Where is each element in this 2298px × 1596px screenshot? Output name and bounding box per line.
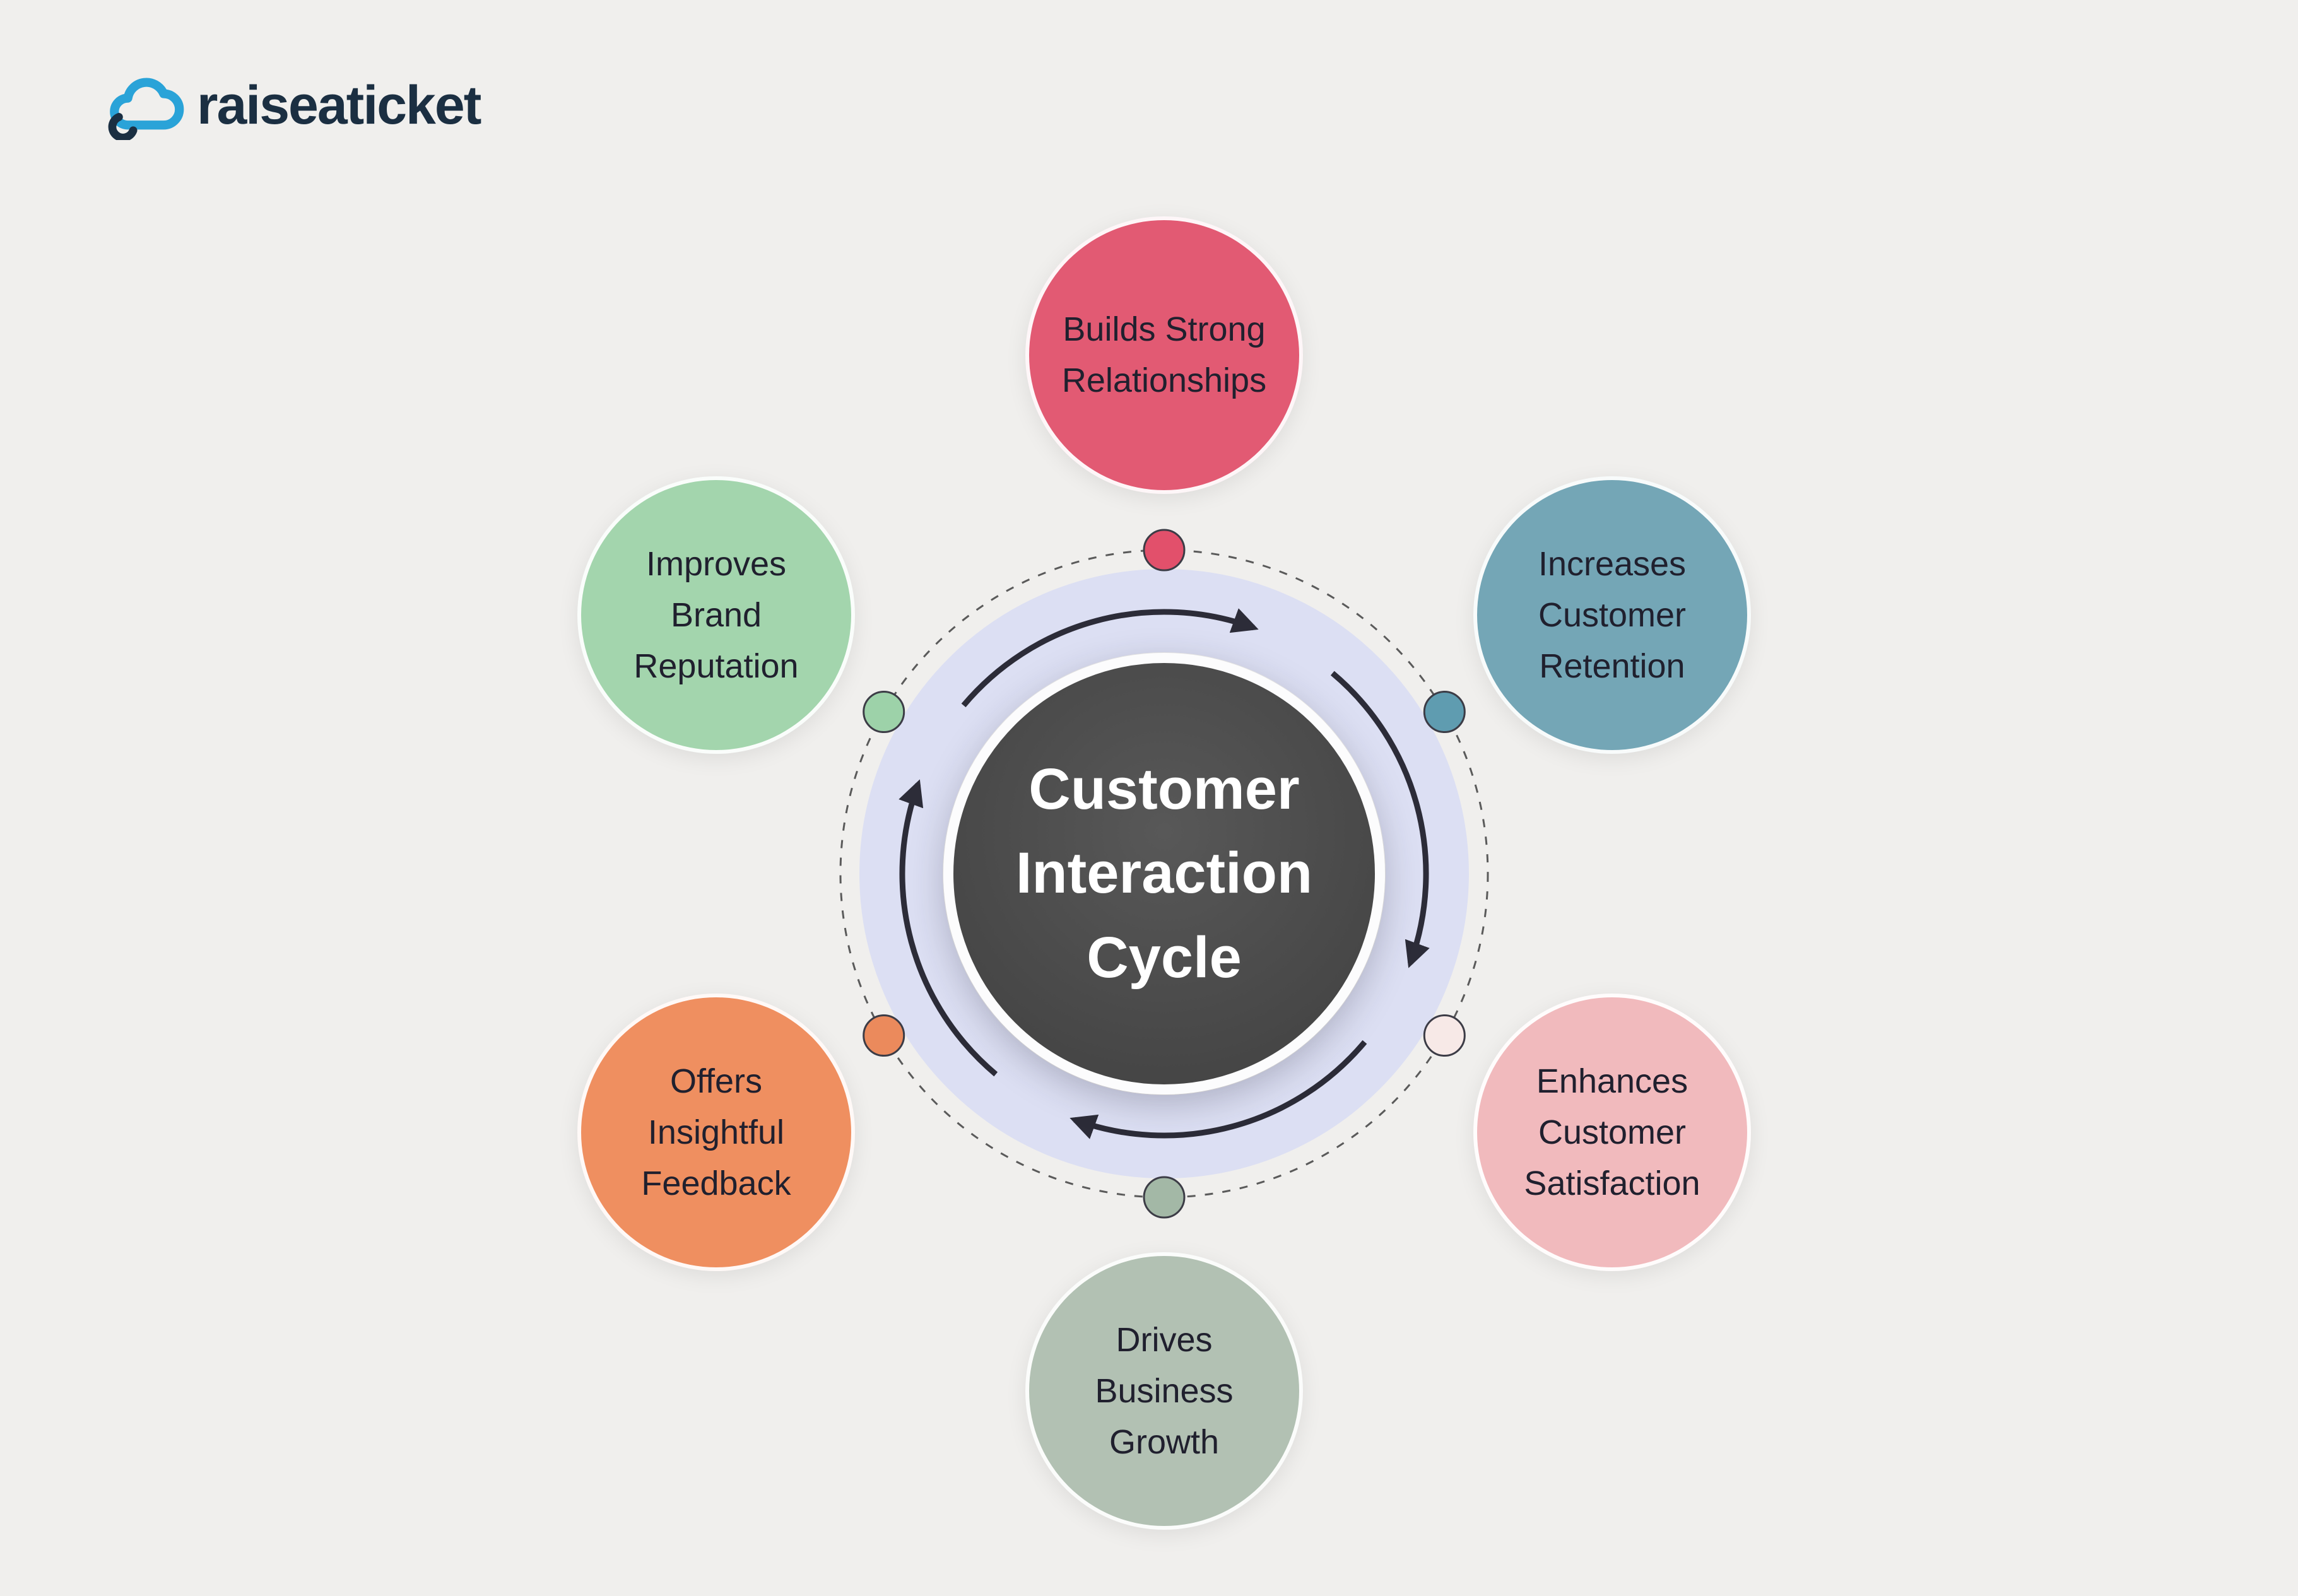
- satellite-enhances-customer-satisfaction: Enhances Customer Satisfaction: [1473, 994, 1751, 1271]
- node-dot-upper-left: [863, 691, 905, 733]
- center-circle: Customer Interaction Cycle: [943, 653, 1385, 1094]
- satellite-label: Improves Brand Reputation: [633, 544, 799, 685]
- node-dot-bottom: [1143, 1176, 1186, 1219]
- node-dot-lower-right: [1423, 1014, 1466, 1057]
- satellite-label: Increases Customer Retention: [1538, 544, 1687, 685]
- satellite-label: Offers Insightful Feedback: [641, 1062, 791, 1202]
- satellite-offers-insightful-feedback: Offers Insightful Feedback: [577, 994, 855, 1271]
- logo-text: raiseaticket: [197, 74, 481, 136]
- center-title: Customer Interaction Cycle: [1015, 756, 1313, 990]
- cloud-swoosh: [108, 113, 138, 140]
- satellite-label: Builds Strong Relationships: [1061, 310, 1267, 399]
- node-dot-upper-right: [1423, 691, 1466, 733]
- logo: raiseaticket: [101, 71, 481, 140]
- cycle-arrows: [899, 608, 1430, 1139]
- cycle-arrow-bottom: [1069, 1040, 1367, 1139]
- node-dot-top: [1143, 529, 1186, 572]
- cycle-arrow-left: [899, 779, 998, 1077]
- cloud-icon: [108, 78, 184, 140]
- satellite-label: Drives Business Growth: [1095, 1320, 1234, 1461]
- cycle-arrow-right: [1330, 671, 1430, 968]
- satellite-label: Enhances Customer Satisfaction: [1524, 1062, 1700, 1202]
- node-dots: [863, 529, 1466, 1219]
- cycle-arrow-top: [961, 608, 1259, 708]
- cloud-shape: [110, 78, 184, 130]
- satellite-builds-strong-relationships: Builds Strong Relationships: [1025, 216, 1303, 494]
- satellite-increases-customer-retention: Increases Customer Retention: [1473, 476, 1751, 754]
- node-dot-lower-left: [863, 1014, 905, 1057]
- satellite-improves-brand-reputation: Improves Brand Reputation: [577, 476, 855, 754]
- satellite-drives-business-growth: Drives Business Growth: [1025, 1252, 1303, 1530]
